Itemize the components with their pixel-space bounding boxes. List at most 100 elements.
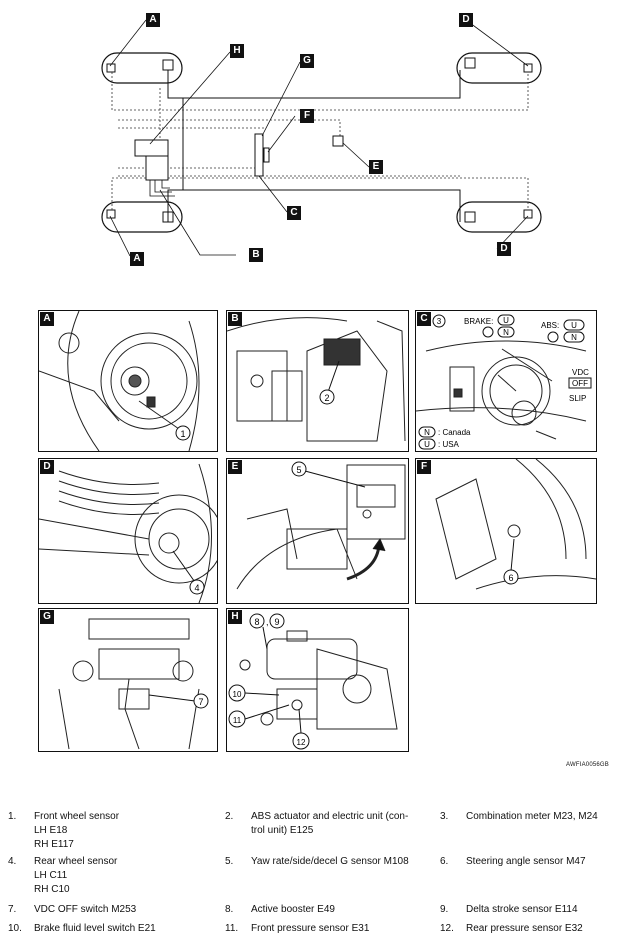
legend-line: Combination meter M23, M24	[466, 811, 598, 822]
callout-circle	[175, 425, 191, 441]
legend-number: 5.	[225, 856, 234, 867]
legend-text: ABS actuator and electric unit (con-trol…	[251, 810, 408, 838]
legend-number: 10.	[8, 923, 22, 934]
callout-circle	[193, 693, 209, 709]
legend-line: Rear pressure sensor E32	[466, 923, 583, 934]
legend-item: 5. Yaw rate/side/decel G sensor M108	[225, 855, 409, 869]
legend-text: Steering angle sensor M47	[466, 855, 586, 869]
legend-number: 12.	[440, 923, 454, 934]
legend-item: 8.Active booster E49	[225, 903, 335, 917]
legend-line: Yaw rate/side/decel G sensor M108	[251, 856, 409, 867]
panel-B-abs-actuator: B 2	[226, 310, 409, 452]
callout-4: 4	[194, 583, 199, 593]
tag-E: E	[369, 160, 383, 174]
legend-line: LH E18	[34, 825, 68, 836]
panel-A-tag: A	[40, 312, 54, 326]
legend-line: Front wheel sensor	[34, 811, 120, 822]
callout-6: 6	[508, 573, 513, 583]
tag-C: C	[287, 206, 301, 220]
wheel-rear-left	[101, 201, 183, 233]
callout-11: 11	[233, 716, 242, 725]
legend-number: 6.	[440, 856, 449, 867]
tag-A-bottom: A	[130, 252, 144, 266]
callout-circle	[503, 569, 519, 585]
legend-number: 4.	[8, 856, 17, 867]
key-usa: : USA	[438, 440, 460, 449]
legend-number: 1.	[8, 811, 17, 822]
tag-A-top: A	[146, 13, 160, 27]
legend-line: RH C10	[34, 884, 70, 895]
legend-item: 12. Rear pressure sensor E32	[440, 922, 583, 936]
legend-line: Brake fluid level switch E21	[34, 923, 156, 934]
key-canada: : Canada	[438, 428, 471, 437]
tag-D-top: D	[459, 13, 473, 27]
wheel-front-left	[101, 52, 183, 84]
key-u-code: U	[424, 440, 430, 449]
legend-item: 9. Delta stroke sensor E114	[440, 903, 578, 917]
legend-text: Delta stroke sensor E114	[466, 903, 578, 917]
panel-F-steering-angle-sensor: F 6	[415, 458, 597, 604]
legend-item: 7. VDC OFF switch M253	[8, 903, 136, 917]
legend-line: RH E117	[34, 839, 74, 850]
panel-F-tag: F	[417, 460, 431, 474]
tag-H: H	[230, 44, 244, 58]
brake-u-code: U	[503, 316, 509, 325]
legend-item: 6. Steering angle sensor M47	[440, 855, 586, 869]
legend-number: 2.	[225, 811, 234, 822]
legend-line: Rear wheel sensor	[34, 856, 118, 867]
figure-code: AWFIA0056GB	[566, 762, 609, 768]
legend-line: LH C11	[34, 870, 68, 881]
panel-E-yaw-rate-sensor: E 5	[226, 458, 409, 604]
panel-G-vdc-off-switch: G 7	[38, 608, 218, 752]
panel-B-tag: B	[228, 312, 242, 326]
callout-circle	[189, 579, 205, 595]
vehicle-overview-diagram	[101, 19, 542, 257]
abs-label: ABS:	[541, 321, 559, 330]
legend-item: 3. Combination meter M23, M24	[440, 810, 598, 824]
panel-C-tag: C	[417, 312, 431, 326]
legend-number: 11.	[225, 923, 239, 934]
legend-line: VDC OFF switch M253	[34, 904, 137, 915]
legend-line: Delta stroke sensor E114	[466, 904, 578, 915]
legend-number: 3.	[440, 811, 449, 822]
center-console-unit	[254, 133, 264, 177]
callout-1: 1	[180, 429, 185, 439]
legend-number: 7.	[8, 904, 17, 915]
callout-2: 2	[324, 393, 329, 403]
callout-3: 3	[437, 317, 442, 326]
legend-item: 10. Brake fluid level switch E21	[8, 922, 156, 936]
legend-item: 1. Front wheel sensor LH E18 RH E117	[8, 810, 119, 852]
vdc-label: VDC	[572, 368, 589, 377]
legend-item: 11. Front pressure sensor E31	[225, 922, 369, 936]
tag-D-bottom: D	[497, 242, 511, 256]
legend-number: 9.	[440, 904, 449, 915]
abs-u-code: U	[571, 321, 577, 330]
brake-label: BRAKE:	[464, 317, 493, 326]
panel-A-front-wheel: A 1	[38, 310, 218, 452]
legend-item: 4. Rear wheel sensor LH C11 RH C10	[8, 855, 117, 897]
legend-line: Active booster E49	[251, 904, 335, 915]
wheel-front-right	[456, 52, 542, 84]
panel-D-tag: D	[40, 460, 54, 474]
panel-C-combination-meter: C 3 BRAKE: U N ABS: U N VDC OFF SLIP N :…	[415, 310, 597, 452]
legend-text: Active booster E49	[251, 903, 335, 917]
panel-D-rear-wheel: D 4	[38, 458, 218, 604]
callout-7: 7	[198, 697, 203, 707]
legend-text: Combination meter M23, M24	[466, 810, 598, 824]
panel-H-active-booster: H 8 , 9 10 11 12	[226, 608, 409, 752]
legend-line: Front pressure sensor E31	[251, 923, 370, 934]
svg-text:,: ,	[266, 617, 269, 627]
legend-text: Front wheel sensor LH E18 RH E117	[34, 810, 119, 852]
legend-item: 2. ABS actuator and electric unit (con-tr…	[225, 810, 408, 838]
panel-G-tag: G	[40, 610, 54, 624]
legend-text: Brake fluid level switch E21	[34, 922, 156, 936]
slip-label: SLIP	[569, 394, 586, 403]
abs-n-code: N	[571, 333, 577, 342]
tag-G: G	[300, 54, 314, 68]
legend-text: Front pressure sensor E31	[251, 922, 369, 936]
brake-n-code: N	[503, 328, 509, 337]
vdc-off-label: OFF	[572, 379, 588, 388]
callout-circle	[291, 461, 307, 477]
callout-8: 8	[254, 617, 259, 627]
callout-10: 10	[233, 690, 242, 699]
